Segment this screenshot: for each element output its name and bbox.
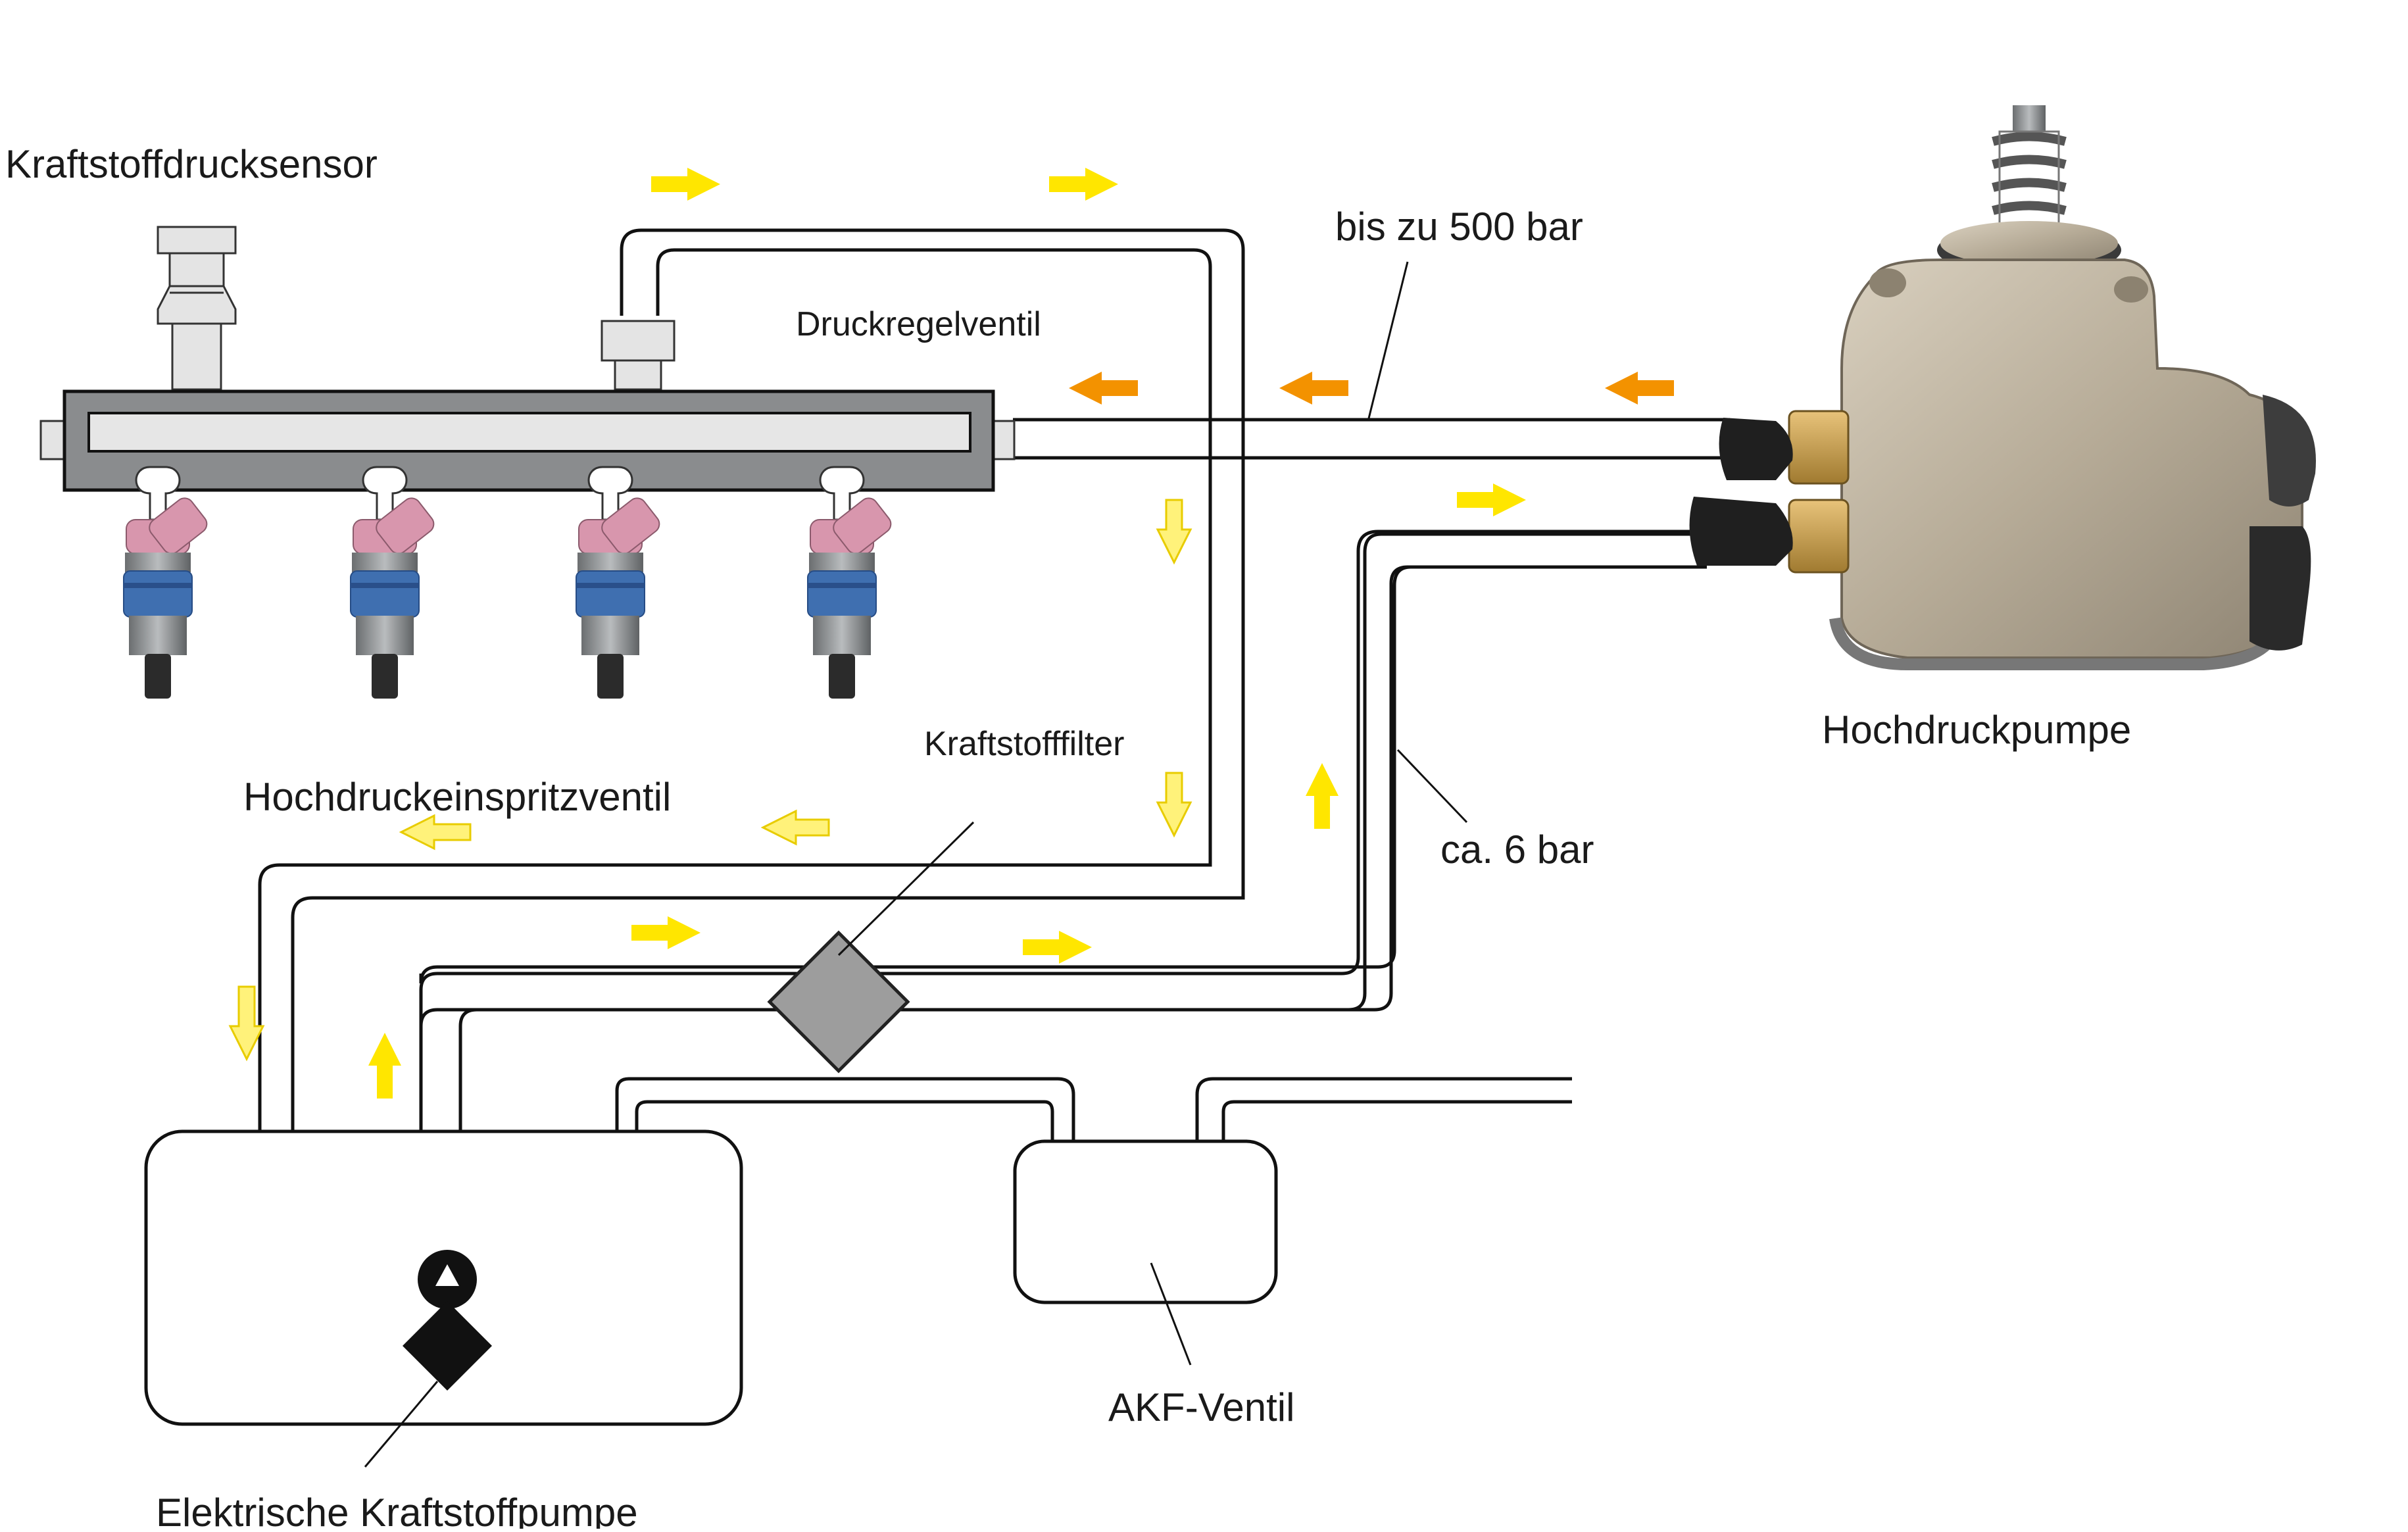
arrow-lp-5 (631, 916, 700, 949)
arrow-hp-1 (1069, 372, 1138, 405)
label-low-pressure: ca. 6 bar (1440, 828, 1594, 872)
label-injector: Hochdruckeinspritzventil (243, 775, 671, 819)
arrow-lp-2 (1049, 168, 1118, 201)
injector-1 (122, 466, 212, 700)
leader-lines (364, 261, 1468, 1468)
high-pressure-pump (1689, 105, 2316, 670)
label-pressure-sensor: Kraftstoffdrucksensor (5, 142, 378, 186)
fuel-lines (258, 228, 1730, 1131)
label-fuel-filter: Kraftstofffilter (924, 725, 1124, 763)
fuel-filter (767, 930, 910, 1074)
akf-valve (1013, 1139, 1278, 1304)
arrow-lp-6 (1023, 931, 1092, 964)
arrow-lp-3 (1457, 483, 1526, 516)
label-akf-valve: AKF-Ventil (1108, 1385, 1294, 1429)
arrow-hp-3 (1605, 372, 1674, 405)
label-high-pressure-pump: Hochdruckpumpe (1822, 708, 2131, 752)
pressure-sensor (157, 226, 237, 391)
injector-2 (349, 466, 439, 700)
fuel-rail (39, 389, 1016, 492)
injector-3 (575, 466, 664, 700)
label-regulator-valve: Druckregelventil (796, 305, 1041, 343)
label-electric-pump: Elektrische Kraftstoffpumpe (156, 1491, 638, 1529)
return-arrows (228, 499, 1192, 1062)
injectors (122, 466, 896, 700)
label-high-pressure: bis zu 500 bar (1335, 205, 1583, 249)
arrow-hp-2 (1279, 372, 1348, 405)
labels: Kraftstoffdrucksensor Druckregelventil b… (5, 142, 2131, 1532)
electric-pump (403, 1250, 492, 1391)
akf-lines (615, 1077, 1572, 1141)
arrow-lp-4 (1306, 763, 1339, 829)
injector-4 (806, 466, 896, 700)
low-pressure-line (419, 530, 1707, 1131)
arrow-lp-1 (651, 168, 720, 201)
flow-arrows (228, 168, 1674, 1099)
arrow-lp-7 (368, 1033, 401, 1099)
regulator-valve (601, 320, 676, 391)
